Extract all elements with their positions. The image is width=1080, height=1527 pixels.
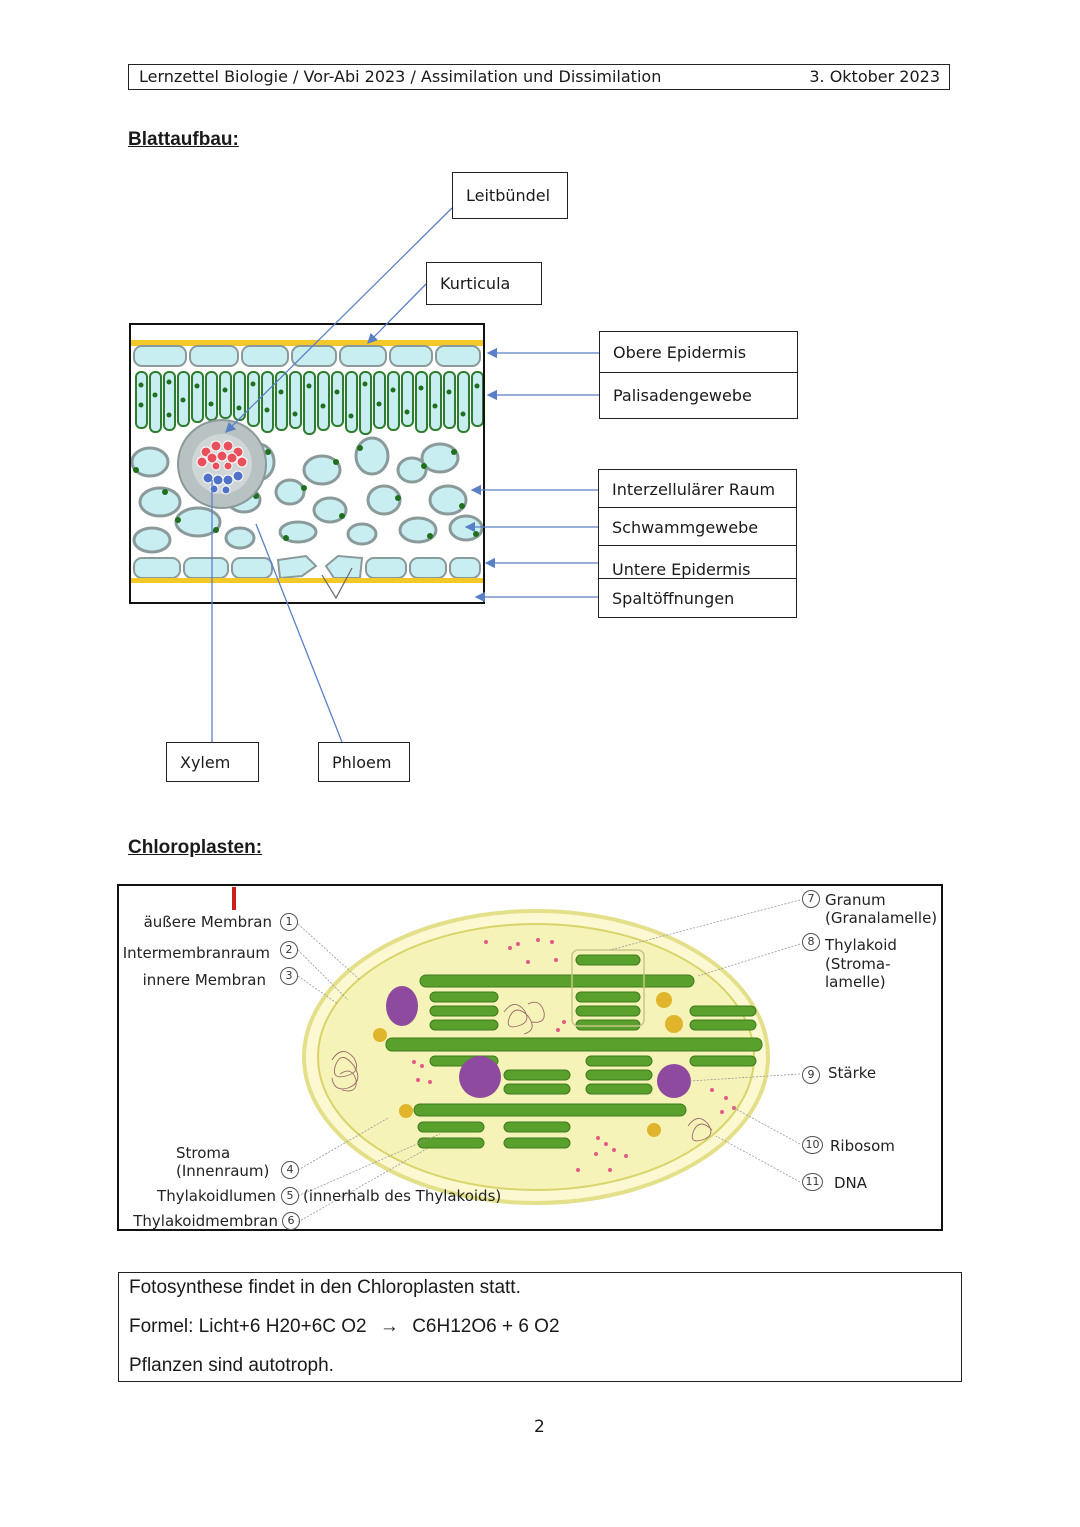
chloro-label-1: äußere Membran: [143, 913, 272, 931]
chloro-num-9: 9: [802, 1066, 820, 1084]
chloro-num-2: 2: [280, 941, 298, 959]
chloro-num-3: 3: [280, 967, 298, 985]
formula-left: Formel: Licht+6 H20+6C O2: [129, 1316, 367, 1337]
chloro-label-7: Granum: [825, 891, 886, 909]
label-xylem: Xylem: [166, 742, 259, 782]
chloroplast-heading: Chloroplasten:: [128, 837, 263, 858]
chloro-label-11: DNA: [834, 1174, 868, 1192]
chloro-num-11: 11: [802, 1173, 823, 1191]
header-title: Lernzettel Biologie / Vor-Abi 2023 / Ass…: [139, 67, 662, 86]
info-line-2: Formel: Licht+6 H20+6C O2 → C6H12O6 + 6 …: [129, 1316, 560, 1338]
spongy-chloroplasts: [133, 445, 479, 541]
upper-epidermis-cells: [133, 345, 481, 367]
formula-arrow-icon: →: [379, 1316, 399, 1337]
chloro-label-2: Intermembranraum: [122, 944, 270, 962]
photosynthesis-info-box: Fotosynthese findet in den Chloroplasten…: [118, 1272, 962, 1382]
leaf-heading: Blattaufbau:: [128, 129, 239, 150]
chloro-label-5: Thylakoidlumen: [157, 1187, 276, 1205]
label-leitbuendel: Leitbündel: [452, 172, 568, 219]
chloro-label-8c: lamelle): [825, 973, 886, 991]
chloro-num-4: 4: [281, 1161, 299, 1179]
chloro-label-9: Stärke: [828, 1064, 877, 1082]
chloroplast-pointers: [297, 899, 801, 1223]
chloro-label-8: Thylakoid: [825, 936, 897, 954]
info-line-1: Fotosynthese findet in den Chloroplasten…: [129, 1277, 521, 1298]
vascular-bundle: [177, 419, 267, 509]
chloro-num-5: 5: [281, 1187, 299, 1205]
formula-right: C6H12O6 + 6 O2: [412, 1316, 560, 1337]
lipid-droplets: [373, 992, 683, 1137]
label-phloem: Phloem: [318, 742, 410, 782]
chloro-label-3: innere Membran: [142, 971, 266, 989]
chloro-num-6: 6: [282, 1212, 300, 1230]
chloro-label-6: Thylakoidmembran: [133, 1212, 278, 1230]
label-untere-epidermis: Untere Epidermis: [598, 545, 797, 580]
chloro-num-8: 8: [802, 933, 820, 951]
info-line-3: Pflanzen sind autotroph.: [129, 1355, 334, 1376]
dna-coils: [331, 1001, 713, 1142]
chloro-label-7b: (Granalamelle): [825, 909, 938, 927]
chloroplast-diagram-frame: [117, 884, 943, 1231]
palisade-chloroplasts: [138, 379, 480, 419]
header-date: 3. Oktober 2023: [809, 67, 940, 86]
leaf-pointers: [211, 207, 599, 743]
label-kurticula: Kurticula: [426, 262, 542, 305]
label-palisadengewebe: Palisadengewebe: [599, 372, 798, 419]
page-number: 2: [534, 1417, 545, 1437]
lower-epidermis-cells: [133, 554, 481, 580]
chloro-num-1: 1: [280, 913, 298, 931]
chloro-num-10: 10: [802, 1136, 823, 1154]
chloro-num-7: 7: [802, 890, 820, 908]
chloro-label-4: Stroma: [176, 1144, 231, 1162]
chloro-label-8b: (Stroma-: [825, 955, 891, 973]
label-interzellulaerer-raum: Interzellulärer Raum: [598, 469, 797, 509]
starch-grains: [386, 986, 691, 1098]
header-box: [128, 64, 950, 90]
chloro-label-10: Ribosom: [830, 1137, 895, 1155]
label-spaltoeffnungen: Spaltöffnungen: [598, 578, 797, 618]
leaf-cross-section: [131, 325, 483, 602]
chloro-label-4b: (Innenraum): [176, 1162, 270, 1180]
chloro-label-5-suffix: (innerhalb des Thylakoids): [303, 1187, 502, 1205]
